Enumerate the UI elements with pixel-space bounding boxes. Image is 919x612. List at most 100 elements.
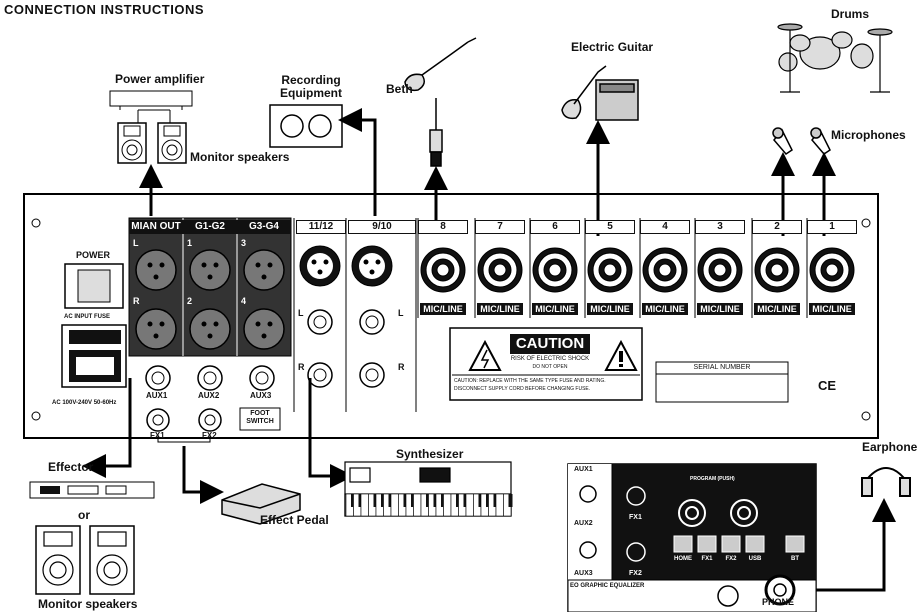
synth-black-key xyxy=(426,494,430,507)
phone-label: PHONE xyxy=(762,597,795,607)
synth-black-key xyxy=(373,494,378,507)
synth-black-key xyxy=(486,494,490,507)
caution-note-1: CAUTION: REPLACE WITH THE SAME TYPE FUSE… xyxy=(454,378,606,384)
channel-tab-3: 3 xyxy=(695,220,745,234)
channel-tab-1: 1 xyxy=(807,220,857,234)
g2-label: 2 xyxy=(187,296,193,306)
voltage-label: AC 100V-240V 50-60Hz xyxy=(52,400,117,406)
combo-jack-8 xyxy=(436,263,450,277)
synth-white-key xyxy=(465,493,474,517)
risk-text: RISK OF ELECTRIC SHOCK xyxy=(510,356,590,362)
fx2-label: FX2 xyxy=(202,431,217,440)
synth-white-key xyxy=(360,493,369,517)
eq-label: EO GRAPHIC EQUALIZER xyxy=(570,583,645,589)
foot-switch-label: FOOT SWITCH xyxy=(244,410,276,426)
main-l-label: L xyxy=(133,238,139,248)
combo-jack-1 xyxy=(825,263,839,277)
combo-jack-7 xyxy=(493,263,507,277)
synth-black-key xyxy=(433,494,438,507)
synth-black-key xyxy=(463,494,468,507)
ch1112-l-label: L xyxy=(298,308,304,318)
ch910-tab: 9/10 xyxy=(348,220,416,234)
inset-button-fx2[interactable]: FX2 xyxy=(725,556,737,562)
combo-jack-5 xyxy=(603,263,617,277)
inset-button-fx1[interactable]: FX1 xyxy=(701,556,713,562)
inset-button-home[interactable]: HOME xyxy=(674,556,692,562)
g1-label: 1 xyxy=(187,238,193,248)
g3-label: 3 xyxy=(241,238,247,248)
inset-aux3-label: AUX3 xyxy=(574,570,593,577)
screw-icon xyxy=(31,218,41,228)
effector-label: Effector xyxy=(48,460,94,474)
synth-black-key xyxy=(358,494,363,507)
mic-line-label: MIC/LINE xyxy=(809,303,855,315)
synth-white-key xyxy=(443,493,452,517)
synth-black-key xyxy=(456,494,460,507)
synth-black-key xyxy=(351,494,355,507)
caution-title: CAUTION xyxy=(515,335,585,352)
channel-tab-6: 6 xyxy=(530,220,580,234)
synth-black-key xyxy=(441,494,445,507)
synth-black-key xyxy=(411,494,415,507)
synth-white-key xyxy=(390,493,399,517)
drums-icon xyxy=(777,23,893,93)
channel-tab-5: 5 xyxy=(585,220,635,234)
inset-button-bt[interactable]: BT xyxy=(791,556,799,562)
effect-pedal-icon xyxy=(221,483,301,525)
monitor-speaker-icon xyxy=(35,525,135,595)
g4-label: 4 xyxy=(241,296,247,306)
foot-switch-line2: SWITCH xyxy=(246,418,274,425)
g1g2-tab: G1-G2 xyxy=(183,220,237,234)
recording-equipment-icon xyxy=(269,104,343,148)
ch1112-r-label: R xyxy=(298,362,305,372)
bass-guitar-icon xyxy=(404,37,477,167)
drums-label: Drums xyxy=(831,7,870,21)
synth-black-key xyxy=(508,494,513,507)
effect-pedal-label: Effect Pedal xyxy=(260,513,329,527)
electric-guitar-icon xyxy=(561,65,639,121)
mic-line-label: MIC/LINE xyxy=(697,303,743,315)
channel-tab-2: 2 xyxy=(752,220,802,234)
combo-jack-4 xyxy=(658,263,672,277)
electric-guitar-label: Electric Guitar xyxy=(571,40,654,54)
fx1-label: FX1 xyxy=(150,431,165,440)
ch1112-tab: 11/12 xyxy=(296,220,346,234)
monitor-speakers-bottom-label: Monitor speakers xyxy=(38,597,138,611)
screw-icon xyxy=(861,411,871,421)
monitor-speakers-top-label: Monitor speakers xyxy=(190,150,290,164)
synth-black-key xyxy=(381,494,385,507)
channel-tab-4: 4 xyxy=(640,220,690,234)
inset-aux2-label: AUX2 xyxy=(574,520,593,527)
power-label: POWER xyxy=(76,250,111,260)
power-amplifier-icon xyxy=(109,90,193,107)
channel-tab-7: 7 xyxy=(475,220,525,234)
serial-box xyxy=(655,361,789,403)
combo-jack-3 xyxy=(713,263,727,277)
mic-line-label: MIC/LINE xyxy=(477,303,523,315)
ch910-r-label: R xyxy=(398,362,405,372)
aux1-label: AUX1 xyxy=(146,391,168,400)
program-label: PROGRAM (PUSH) xyxy=(690,476,735,482)
inset-fx1-label: FX1 xyxy=(629,514,642,521)
foot-switch-line1: FOOT xyxy=(250,410,270,417)
main-r-label: R xyxy=(133,296,140,306)
inset-fx2-label: FX2 xyxy=(629,570,642,577)
recording-equipment-label: Recording Equipment xyxy=(280,73,342,100)
earphone-label: Earphone xyxy=(862,440,918,454)
do-not-open-text: DO NOT OPEN xyxy=(532,364,568,370)
synth-black-key xyxy=(478,494,483,507)
mic-line-label: MIC/LINE xyxy=(642,303,688,315)
synth-black-key xyxy=(403,494,408,507)
earphone-icon xyxy=(861,467,911,497)
caution-note-2: DISCONNECT SUPPLY CORD BEFORE CHANGING F… xyxy=(454,386,591,392)
serial-number-label: SERIAL NUMBER xyxy=(693,364,751,371)
combo-jack-6 xyxy=(548,263,562,277)
aux3-label: AUX3 xyxy=(250,391,272,400)
ch910-l-label: L xyxy=(398,308,404,318)
synthesizer-label: Synthesizer xyxy=(396,447,464,461)
beth-label: Beth xyxy=(386,82,413,96)
inset-button-usb[interactable]: USB xyxy=(748,556,762,562)
microphone-icon xyxy=(772,127,831,155)
monitor-speaker-icon xyxy=(117,122,187,164)
